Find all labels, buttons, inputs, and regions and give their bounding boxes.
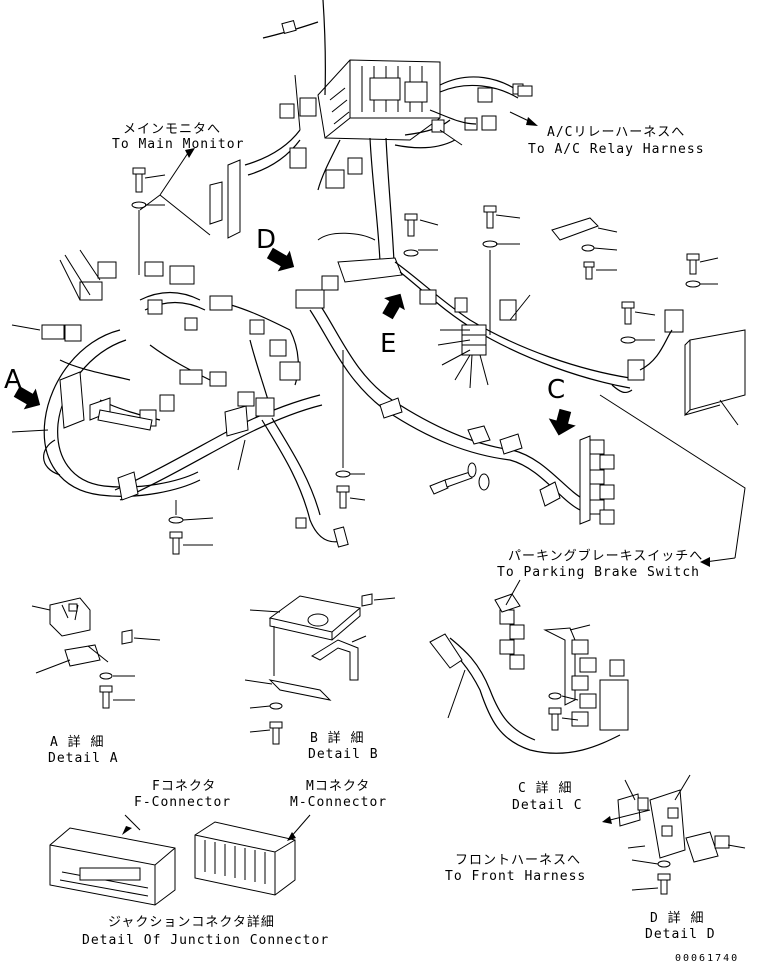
drawing-number: 00061740 (675, 953, 739, 964)
fuse-relay-block (279, 59, 441, 141)
m-connector-drawing (194, 814, 311, 896)
detail-b-en-label: Detail B (308, 747, 379, 762)
bolt-top-center (403, 213, 419, 257)
detail-b-jp-label: B 詳 細 (310, 730, 364, 746)
detail-a-drawing (31, 597, 161, 709)
bolt-main-monitor (131, 167, 147, 275)
view-letter-c: C (547, 375, 565, 405)
parking-brake-en-label: To Parking Brake Switch (497, 565, 700, 580)
front-harness-en-label: To Front Harness (445, 869, 586, 884)
m-connector-jp-label: Mコネクタ (306, 779, 370, 794)
detail-d-en-label: Detail D (645, 927, 716, 942)
m-connector-en-label: M-Connector (290, 795, 387, 810)
view-letter-a: A (4, 365, 22, 395)
junction-detail-en-label: Detail Of Junction Connector (82, 933, 329, 948)
left-harness-loop (43, 329, 201, 497)
f-connector-jp-label: Fコネクタ (152, 779, 216, 794)
view-arrow-c (548, 408, 576, 436)
parking-brake-harness (309, 309, 581, 511)
bolt-center-lower (335, 350, 351, 509)
main-monitor-en-label: To Main Monitor (112, 137, 244, 152)
view-arrow-a (13, 386, 41, 410)
top-lead-wire (322, 0, 326, 96)
front-harness-jp-label: フロントハーネスへ (455, 853, 581, 868)
detail-d-jp-label: D 詳 細 (650, 910, 704, 926)
bolt-horizontal (429, 462, 490, 495)
view-letter-d: D (256, 225, 276, 255)
detail-b-drawing (244, 593, 396, 745)
parking-brake-jp-label: パーキングブレーキスイッチへ (508, 548, 703, 564)
bolt-right-mid (620, 301, 636, 344)
connector-stack-c (579, 435, 615, 525)
right-mounting-bracket (689, 329, 746, 411)
detail-c-jp-label: C 詳 細 (518, 780, 572, 796)
view-arrow-d (266, 247, 295, 272)
f-connector-en-label: F-Connector (134, 795, 231, 810)
ac-relay-en-label: To A/C Relay Harness (528, 142, 705, 157)
view-letter-e: E (380, 329, 396, 359)
detail-c-drawing (429, 579, 629, 754)
detail-a-jp-label: A 詳 細 (50, 734, 104, 750)
main-trunk-harness (369, 137, 381, 263)
ac-relay-jp-label: A/Cリレーハーネスへ (547, 125, 685, 140)
bolt-top-right (482, 205, 498, 335)
bolt-far-right (685, 253, 701, 288)
detail-c-en-label: Detail C (512, 798, 583, 813)
bolt-clip-top (551, 217, 599, 280)
junction-detail-jp-label: ジャクションコネクタ詳細 (108, 914, 275, 930)
bolt-bottom-left (168, 500, 184, 555)
f-connector-drawing (49, 814, 176, 906)
main-monitor-jp-label: メインモニタへ (123, 122, 221, 137)
plate-bracket (337, 257, 403, 283)
part-leader-lines (11, 74, 739, 546)
detail-a-en-label: Detail A (48, 751, 119, 766)
view-arrow-e (382, 293, 405, 320)
detail-d-drawing (602, 774, 746, 895)
